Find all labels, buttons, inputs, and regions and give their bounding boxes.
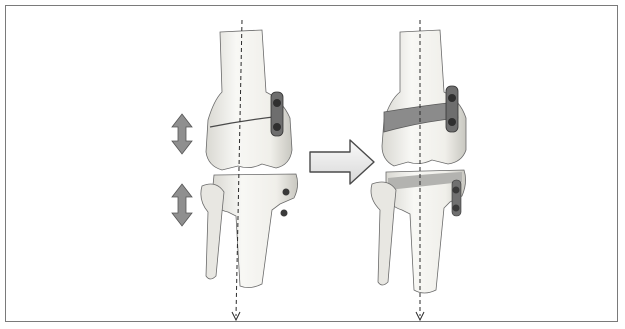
plate-screw-icon xyxy=(446,86,458,132)
double-arrow-icon xyxy=(172,184,192,226)
plate-screw-icon xyxy=(271,92,283,136)
right-arrow-icon xyxy=(310,140,374,184)
fibula-after xyxy=(371,182,396,285)
panel-before xyxy=(201,20,298,320)
double-arrow-icon xyxy=(172,114,192,154)
plate-screw-icon xyxy=(452,180,461,216)
fibula-before xyxy=(201,184,224,279)
panel-after xyxy=(371,20,466,320)
